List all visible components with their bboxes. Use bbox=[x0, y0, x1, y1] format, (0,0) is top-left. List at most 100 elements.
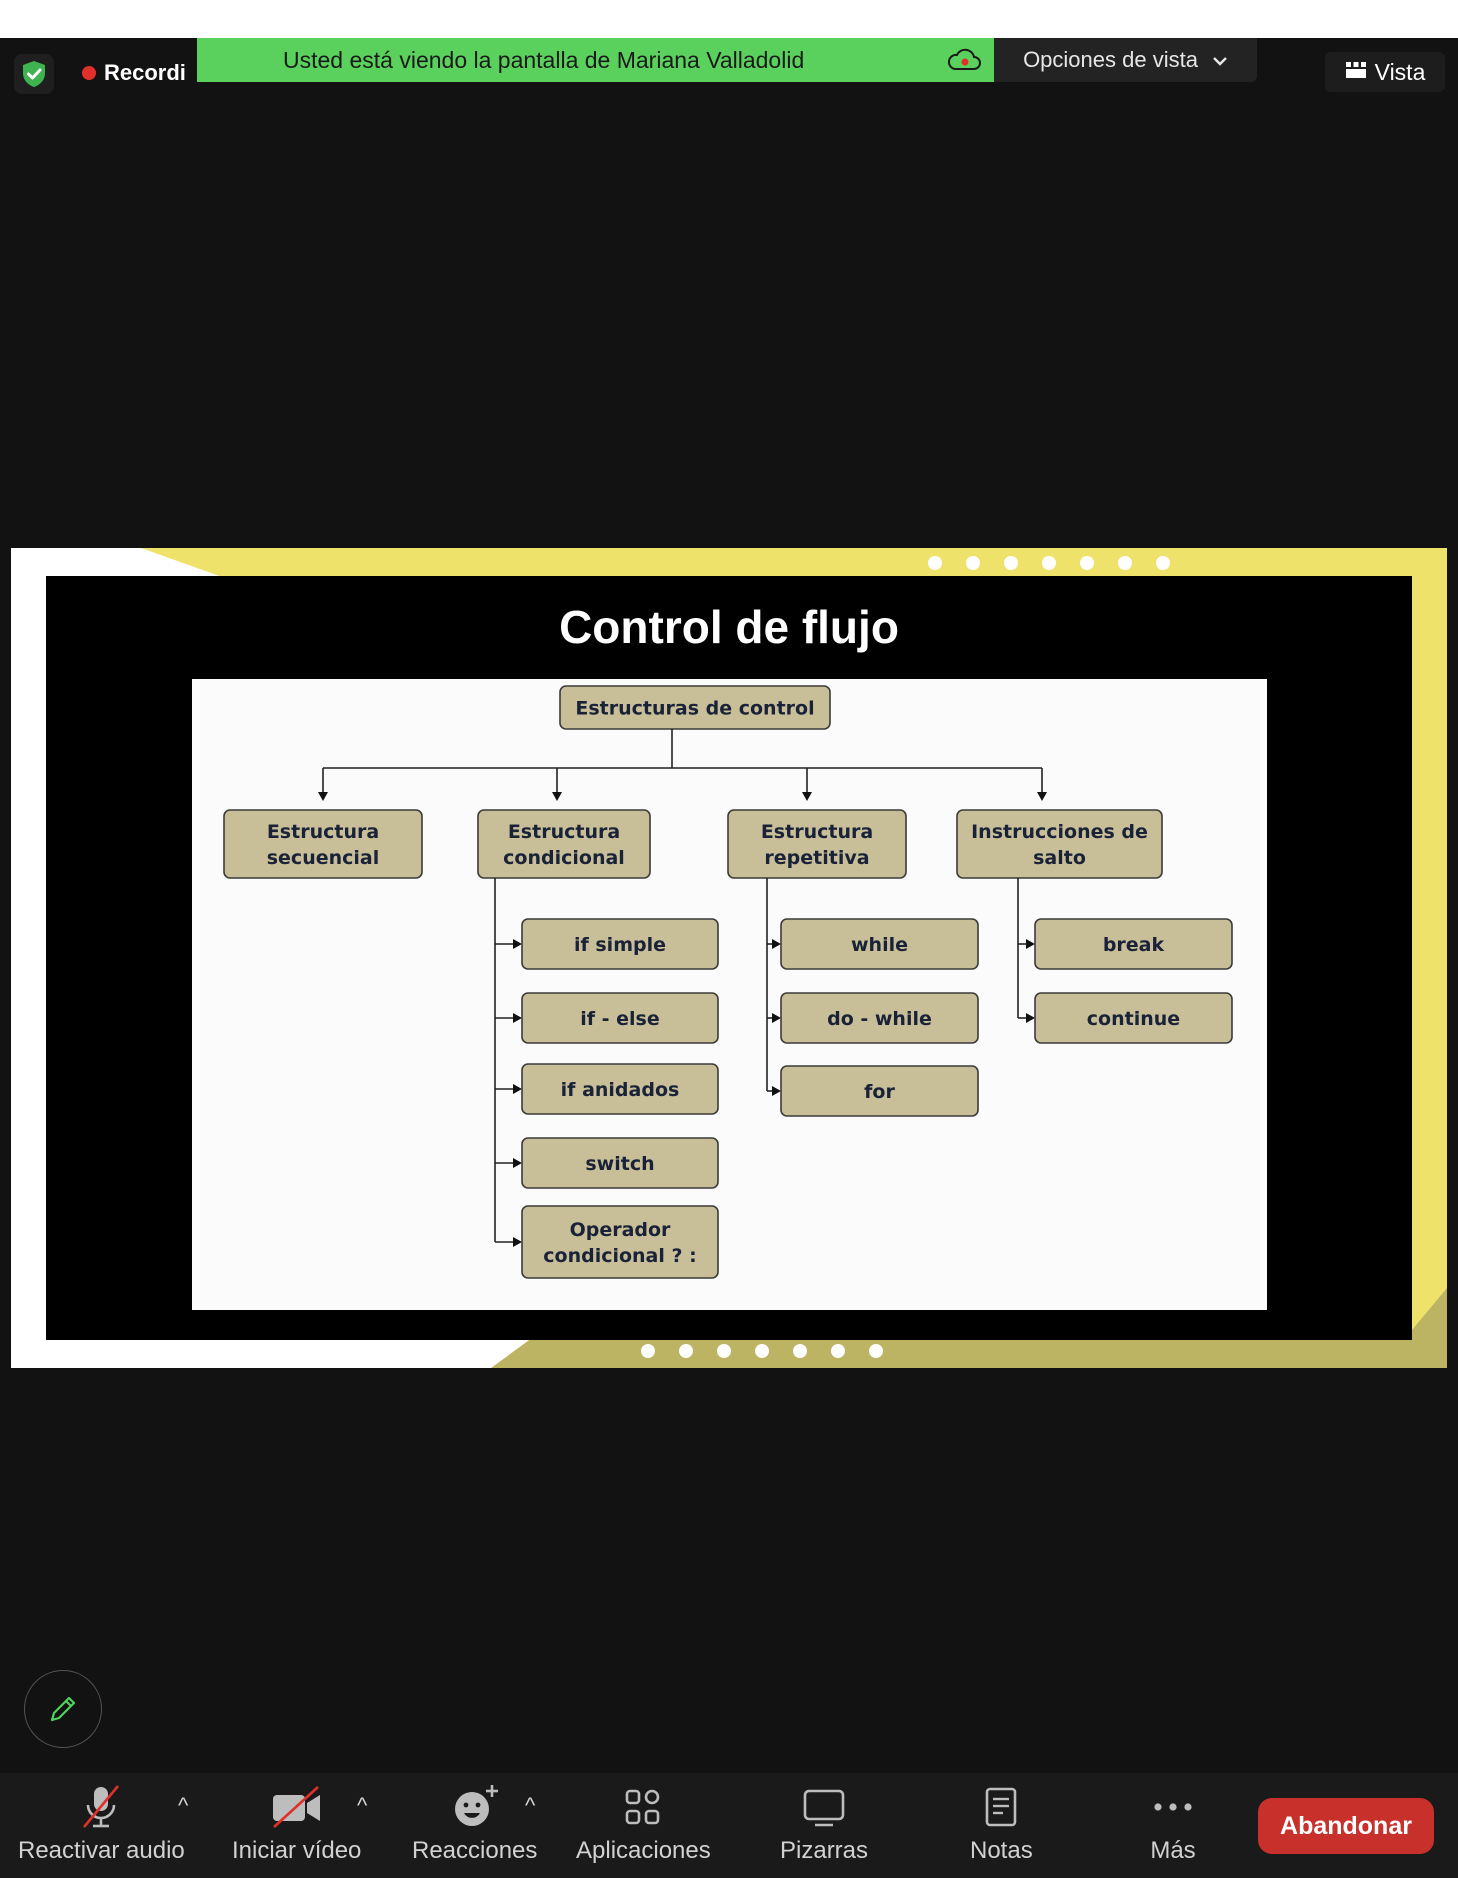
window-top-strip bbox=[0, 0, 1458, 38]
arrow-head bbox=[802, 792, 812, 801]
subitem-3-2-label: do - while bbox=[827, 1008, 932, 1030]
subitem-4-2-box bbox=[1034, 992, 1233, 1044]
cloud-recording-icon bbox=[946, 47, 982, 79]
chevron-down-icon bbox=[1212, 47, 1228, 73]
category-2-label: Estructura bbox=[508, 821, 620, 843]
arrow-head bbox=[772, 1013, 781, 1023]
apps-button[interactable]: Aplicaciones bbox=[576, 1783, 711, 1865]
recording-indicator[interactable]: Recordi bbox=[82, 58, 186, 88]
leave-meeting-button[interactable]: Abandonar bbox=[1258, 1798, 1434, 1854]
security-shield-icon[interactable] bbox=[14, 54, 54, 94]
share-banner-text: Usted está viendo la pantalla de Mariana… bbox=[283, 46, 805, 73]
arrow-head bbox=[318, 792, 328, 801]
notes-button[interactable]: Notas bbox=[970, 1783, 1033, 1865]
category-4-label: salto bbox=[1033, 847, 1086, 869]
subitem-2-4-label: switch bbox=[585, 1153, 654, 1175]
subitem-3-3-label: for bbox=[864, 1081, 895, 1103]
subitem-3-1-label: while bbox=[851, 934, 908, 956]
more-label: Más bbox=[1150, 1837, 1196, 1864]
view-layout-button[interactable]: Vista bbox=[1325, 52, 1445, 92]
recording-label: Recordi bbox=[104, 60, 186, 85]
subitem-2-5-label: Operador bbox=[570, 1219, 671, 1241]
apps-label: Aplicaciones bbox=[576, 1837, 711, 1864]
subitem-3-3-box bbox=[780, 1065, 979, 1117]
arrow-head bbox=[1026, 1013, 1035, 1023]
subitem-4-1-box bbox=[1034, 918, 1233, 970]
audio-options-caret-icon[interactable]: ^ bbox=[178, 1793, 189, 1818]
slide-title: Control de flujo bbox=[559, 601, 899, 653]
category-4-label: Instrucciones de bbox=[971, 821, 1148, 843]
pencil-icon bbox=[50, 1696, 76, 1722]
subitem-2-4-box bbox=[521, 1137, 719, 1189]
subitem-2-3-box bbox=[521, 1063, 719, 1115]
camera-off-icon bbox=[270, 1783, 324, 1831]
start-video-label: Iniciar vídeo bbox=[232, 1837, 362, 1864]
subitem-2-2-label: if - else bbox=[580, 1008, 660, 1030]
reactions-button[interactable]: Reacciones bbox=[412, 1783, 537, 1865]
subitem-2-2-box bbox=[521, 992, 719, 1044]
recording-dot-icon bbox=[82, 66, 96, 80]
microphone-muted-icon bbox=[76, 1783, 126, 1831]
category-1-label: secuencial bbox=[267, 847, 380, 869]
screen-share-banner: Usted está viendo la pantalla de Mariana… bbox=[197, 38, 994, 82]
arrow-head bbox=[772, 1086, 781, 1096]
subitem-3-1-box bbox=[780, 918, 979, 970]
unmute-audio-label: Reactivar audio bbox=[18, 1837, 185, 1864]
subitem-2-5-label: condicional ? : bbox=[543, 1245, 697, 1267]
subitem-2-1-box bbox=[521, 918, 719, 970]
category-2-label: condicional bbox=[503, 847, 625, 869]
subitem-4-2-label: continue bbox=[1087, 1008, 1180, 1030]
arrow-head bbox=[1037, 792, 1047, 801]
category-3-label: Estructura bbox=[761, 821, 873, 843]
more-dots-icon bbox=[1150, 1783, 1196, 1831]
view-label: Vista bbox=[1374, 58, 1426, 85]
subitem-3-2-box bbox=[780, 992, 979, 1044]
arrow-head bbox=[513, 939, 522, 949]
view-options-label: Opciones de vista bbox=[1023, 47, 1198, 72]
reactions-label: Reacciones bbox=[412, 1837, 538, 1864]
category-1-label: Estructura bbox=[267, 821, 379, 843]
grid-view-icon bbox=[1345, 59, 1367, 86]
slide-top-dots bbox=[928, 556, 1170, 570]
view-options-dropdown[interactable]: Opciones de vista bbox=[994, 38, 1257, 82]
whiteboards-button[interactable]: Pizarras bbox=[780, 1783, 868, 1865]
add-reaction-icon bbox=[450, 1783, 500, 1831]
arrow-head bbox=[513, 1158, 522, 1168]
arrow-head bbox=[513, 1013, 522, 1023]
arrow-head bbox=[513, 1084, 522, 1094]
subitem-2-3-label: if anidados bbox=[561, 1079, 680, 1101]
category-2-box bbox=[477, 809, 651, 879]
meeting-toolbar bbox=[0, 1773, 1458, 1878]
category-1-box bbox=[223, 809, 423, 879]
diagram-root-label: Estructuras de control bbox=[575, 698, 814, 720]
apps-icon bbox=[621, 1783, 665, 1831]
start-video-button[interactable]: Iniciar vídeo bbox=[232, 1783, 361, 1865]
arrow-head bbox=[1026, 939, 1035, 949]
arrow-head bbox=[772, 939, 781, 949]
subitem-2-1-label: if simple bbox=[574, 934, 666, 956]
notes-icon bbox=[981, 1783, 1021, 1831]
slide-bottom-dots bbox=[641, 1344, 883, 1358]
unmute-audio-button[interactable]: Reactivar audio bbox=[18, 1783, 185, 1865]
slide-right-accent bbox=[1411, 548, 1447, 1368]
slide-bottom-accent bbox=[491, 1340, 1447, 1368]
more-button[interactable]: Más bbox=[1150, 1783, 1196, 1865]
video-options-caret-icon[interactable]: ^ bbox=[357, 1793, 368, 1818]
annotate-pencil-button[interactable] bbox=[24, 1670, 102, 1748]
slide-top-accent bbox=[141, 548, 1447, 576]
subitem-4-1-label: break bbox=[1103, 934, 1165, 956]
subitem-2-5-box bbox=[521, 1205, 719, 1279]
diagram-root-box bbox=[559, 685, 831, 730]
arrow-head bbox=[513, 1237, 522, 1247]
notes-label: Notas bbox=[970, 1837, 1033, 1864]
whiteboards-label: Pizarras bbox=[780, 1837, 869, 1864]
category-3-label: repetitiva bbox=[764, 847, 869, 869]
whiteboard-icon bbox=[801, 1783, 847, 1831]
category-3-box bbox=[727, 809, 907, 879]
arrow-head bbox=[552, 792, 562, 801]
reactions-options-caret-icon[interactable]: ^ bbox=[525, 1793, 536, 1818]
category-4-box bbox=[956, 809, 1163, 879]
